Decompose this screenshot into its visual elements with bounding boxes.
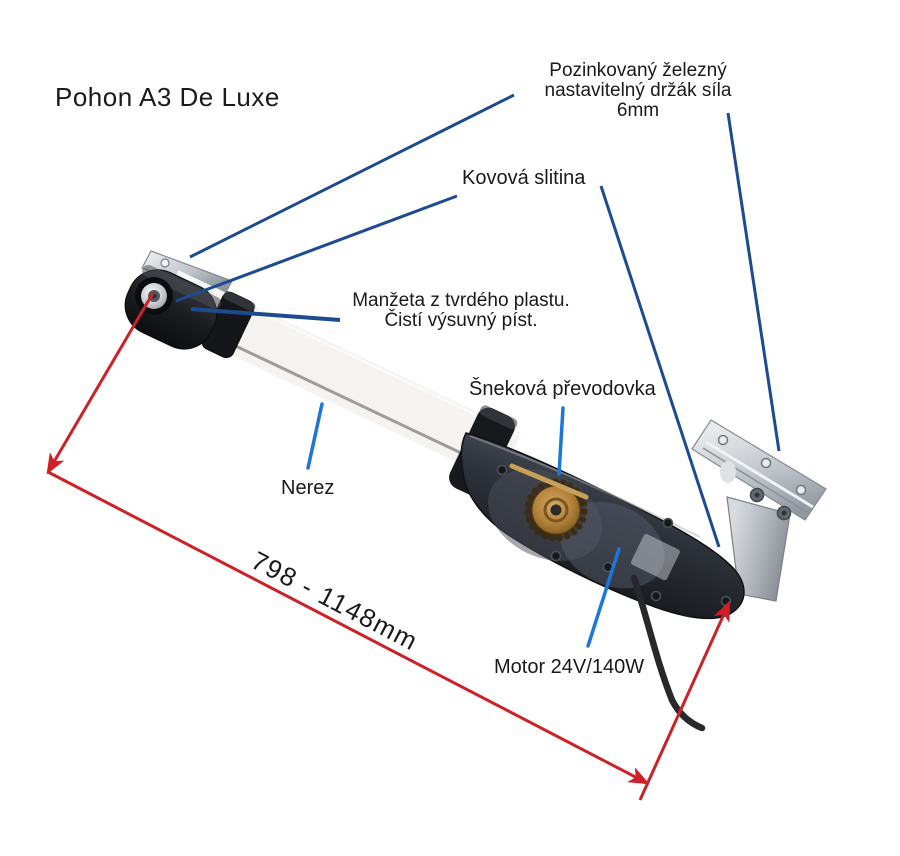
gearbox-housing bbox=[460, 432, 745, 620]
plastic-sleeve bbox=[201, 291, 256, 359]
housing-screw bbox=[650, 590, 662, 602]
gear-inner-ring bbox=[543, 497, 569, 523]
product-title: Pohon A3 De Luxe bbox=[55, 82, 280, 112]
pointer-sleeve bbox=[190, 307, 341, 322]
rear-bracket-plate bbox=[691, 419, 827, 521]
label-plastic-sleeve: Manžeta z tvrdého plastu. Čistí výsuvný … bbox=[352, 290, 570, 331]
rear-bracket-fold-shadow bbox=[702, 447, 809, 514]
housing-screw bbox=[550, 550, 562, 562]
pointer-lines-navy bbox=[175, 93, 781, 548]
rear-bracket-hole bbox=[760, 457, 772, 469]
sleeve-highlight bbox=[223, 291, 256, 312]
rear-bracket-bolt-center bbox=[781, 510, 787, 516]
housing-screw bbox=[496, 464, 508, 476]
label-stainless: Nerez bbox=[281, 477, 335, 499]
dimension-extension-front bbox=[46, 292, 155, 475]
pointer-bracket-front bbox=[189, 93, 515, 259]
label-metal-alloy: Kovová slitina bbox=[462, 167, 586, 189]
motor-label-plate bbox=[631, 534, 680, 581]
pointer-alloy-housing bbox=[599, 185, 721, 548]
gear-hub bbox=[550, 504, 562, 516]
end-cap-highlight bbox=[142, 264, 222, 309]
worm-shaft bbox=[509, 463, 589, 500]
rear-bracket bbox=[691, 419, 827, 602]
dimension-main-line bbox=[47, 470, 650, 785]
pointer-alloy-cap bbox=[175, 194, 458, 303]
pointer-tube bbox=[306, 402, 324, 470]
power-cable bbox=[630, 574, 706, 732]
label-worm-gearbox: Šneková převodovka bbox=[469, 378, 656, 400]
rear-bracket-hole bbox=[717, 434, 729, 446]
rear-bracket-leg bbox=[726, 496, 791, 602]
pointer-worm-gear bbox=[557, 406, 565, 476]
collar-highlight bbox=[479, 405, 518, 430]
rear-bracket-bolt-center bbox=[754, 492, 760, 498]
rear-bracket-spacer bbox=[720, 461, 736, 483]
pointer-lines-blue bbox=[306, 402, 621, 648]
housing-screw bbox=[662, 517, 674, 529]
pointer-bracket-rear bbox=[726, 112, 781, 452]
pointer-motor bbox=[586, 547, 621, 648]
front-bracket-hole bbox=[160, 258, 170, 268]
rear-bracket-hole bbox=[795, 484, 807, 496]
label-galvanized-bracket: Pozinkovaný železný nastavitelný držák s… bbox=[544, 60, 732, 121]
label-motor: Motor 24V/140W bbox=[494, 656, 645, 678]
dimension-lines bbox=[46, 292, 731, 801]
rear-bracket-fold-highlight bbox=[705, 440, 814, 509]
dimension-extension-rear bbox=[638, 600, 731, 801]
